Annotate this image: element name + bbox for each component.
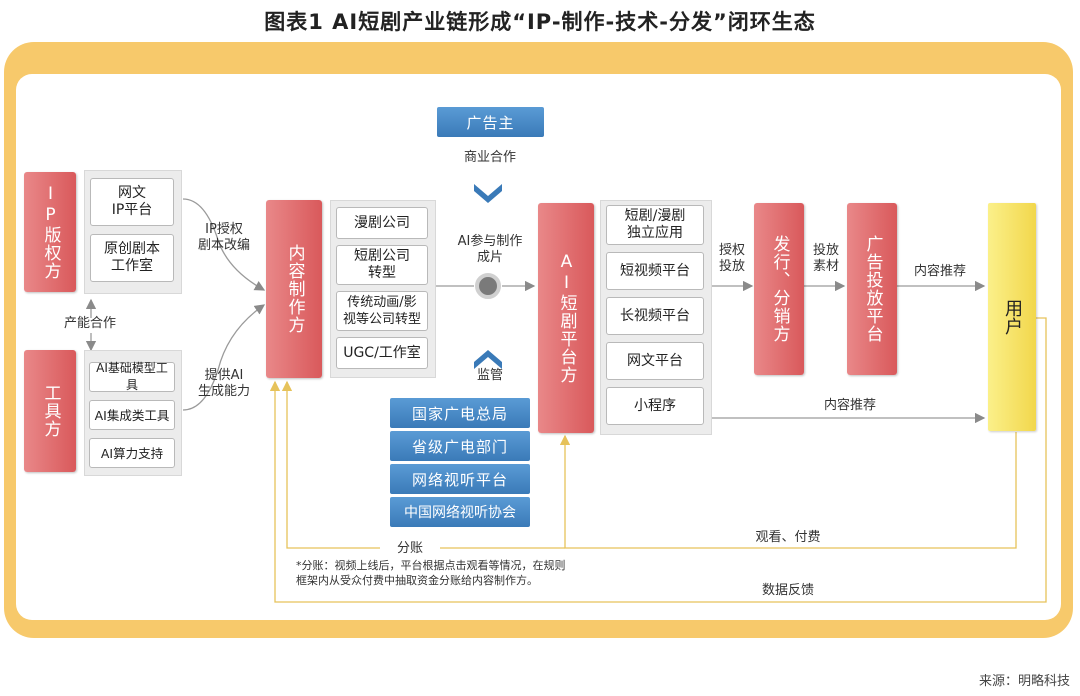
producer-item-shortdrama: 短剧公司 转型 bbox=[336, 245, 428, 285]
source-label: 来源：明略科技 bbox=[978, 674, 1070, 689]
ip-to-producer-arrow bbox=[182, 198, 266, 291]
platform-title: AI短剧平台方 bbox=[556, 252, 577, 384]
watch-pay-line bbox=[559, 432, 1017, 549]
feedback-label: 数据反馈 bbox=[761, 583, 814, 598]
distributor-label: 发行、分销方 bbox=[769, 235, 790, 343]
user-box: 用户 bbox=[988, 203, 1036, 431]
ai-node bbox=[475, 273, 501, 299]
regulator-nrta: 国家广电总局 bbox=[390, 398, 530, 428]
producer-box: 内容制作方 bbox=[266, 200, 322, 378]
tool-item-integration: AI集成类工具 bbox=[89, 400, 175, 430]
coop-label: 产能合作 bbox=[63, 316, 116, 331]
advertiser-box: 广告主 bbox=[437, 107, 544, 137]
tool-arrow-label: 提供AI 生成能力 bbox=[197, 368, 250, 399]
platform-item-shortvideo: 短视频平台 bbox=[606, 252, 704, 290]
tool-item-compute: AI算力支持 bbox=[89, 438, 175, 468]
recommend-label-bottom: 内容推荐 bbox=[823, 398, 876, 413]
feedback-line bbox=[269, 317, 1047, 603]
share-footnote: *分账：视频上线后，平台根据点击观看等情况，在规则 框架内从受众付费中抽取资金分… bbox=[296, 559, 566, 587]
producer-item-ugc: UGC/工作室 bbox=[336, 337, 428, 369]
ip-arrow-label: IP授权 剧本改编 bbox=[197, 222, 250, 253]
regulator-av-platform: 网络视听平台 bbox=[390, 464, 530, 494]
license-label: 授权 投放 bbox=[718, 243, 745, 274]
platform-item-longvideo: 长视频平台 bbox=[606, 297, 704, 335]
watch-pay-label: 观看、付费 bbox=[755, 530, 821, 545]
distributor-box: 发行、分销方 bbox=[754, 203, 804, 375]
chart-title: 图表1 AI短剧产业链形成“IP-制作-技术-分发”闭环生态 bbox=[264, 10, 816, 34]
ad-platform-box: 广告投放平台 bbox=[847, 203, 897, 375]
regulation-chevron bbox=[474, 350, 502, 369]
regulator-provincial: 省级广电部门 bbox=[390, 431, 530, 461]
advertiser-relation-label: 商业合作 bbox=[463, 150, 516, 165]
tool-owner-label: 工具方 bbox=[40, 384, 61, 438]
platform-item-app: 短剧/漫剧 独立应用 bbox=[606, 205, 704, 245]
regulation-label: 监管 bbox=[476, 368, 503, 383]
advertiser-chevron bbox=[474, 184, 502, 203]
ip-item-webnovel: 网文 IP平台 bbox=[90, 178, 174, 226]
platform-item-miniprogram: 小程序 bbox=[606, 387, 704, 425]
ad-platform-label: 广告投放平台 bbox=[862, 235, 883, 343]
tool-item-base-model: AI基础模型工具 bbox=[89, 361, 175, 392]
ip-item-script-studio: 原创剧本 工作室 bbox=[90, 234, 174, 282]
producer-title: 内容制作方 bbox=[284, 244, 305, 334]
share-line bbox=[281, 380, 565, 549]
tool-to-producer-arrow bbox=[182, 304, 266, 411]
platform-box: AI短剧平台方 bbox=[538, 203, 594, 433]
material-label: 投放 素材 bbox=[812, 243, 839, 274]
user-label: 用户 bbox=[1002, 299, 1023, 335]
tool-owner-box: 工具方 bbox=[24, 350, 76, 472]
producer-item-traditional: 传统动画/影 视等公司转型 bbox=[336, 291, 428, 331]
ai-production-label: AI参与制作 成片 bbox=[457, 234, 523, 265]
platform-item-webnovel: 网文平台 bbox=[606, 342, 704, 380]
share-label: 分账 bbox=[380, 541, 440, 557]
producer-item-manju: 漫剧公司 bbox=[336, 207, 428, 239]
ip-owner-box: IP版权方 bbox=[24, 172, 76, 292]
ip-owner-label: IP版权方 bbox=[40, 184, 61, 280]
regulator-association: 中国网络视听协会 bbox=[390, 497, 530, 527]
recommend-label-top: 内容推荐 bbox=[913, 264, 966, 279]
